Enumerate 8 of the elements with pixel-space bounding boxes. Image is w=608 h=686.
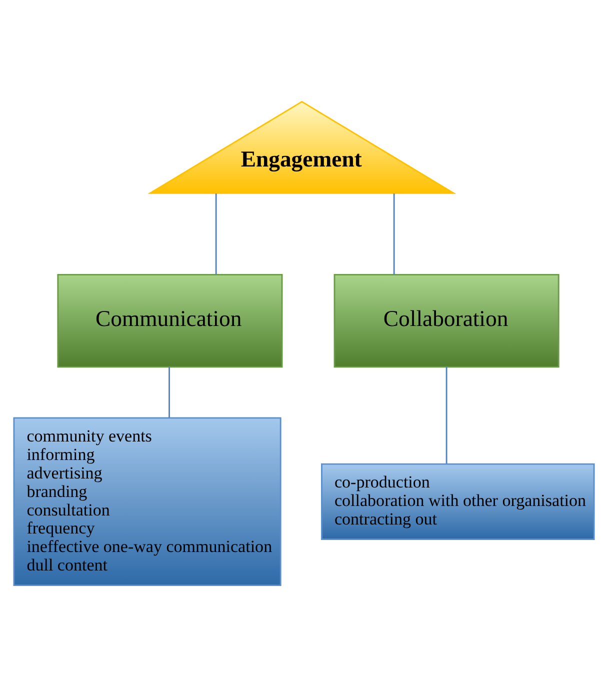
node-box: Collaboration	[334, 274, 560, 368]
node-box: Communication	[57, 274, 283, 368]
connector	[215, 193, 217, 274]
node-box: co-production collaboration with other organisation contracting out	[321, 462, 595, 540]
connector	[446, 366, 448, 464]
connector	[168, 366, 170, 418]
node-box: community events informing advertising branding consultation frequency ineffective one-way communication dull content	[13, 416, 282, 586]
connector	[393, 193, 395, 274]
